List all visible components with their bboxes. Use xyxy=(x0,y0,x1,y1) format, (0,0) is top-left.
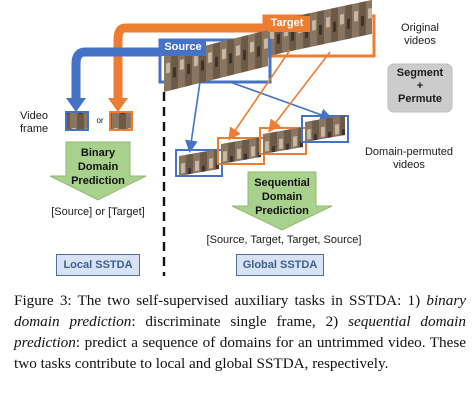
binary-prediction-arrow xyxy=(49,141,147,201)
perm-arrow-2 xyxy=(229,81,334,121)
perm-arrow-1 xyxy=(185,81,201,154)
caption-mid-2: : predict a sequence of domains for an u… xyxy=(14,334,466,372)
video-frame-label: Video frame xyxy=(20,110,49,136)
local-sstda-box: Local SSTDA xyxy=(56,254,140,276)
source-label: Source xyxy=(164,41,202,53)
target-label: Target xyxy=(270,17,304,29)
video-frame-target xyxy=(109,111,133,131)
sequential-prediction-label: Sequential Domain Prediction xyxy=(254,177,310,217)
binary-output-label: [Source] or [Target] xyxy=(51,206,145,218)
figure-caption: Figure 3: The two self-supervised auxili… xyxy=(14,290,466,374)
source-video-strip xyxy=(164,30,268,92)
original-videos-label: Original videos xyxy=(401,22,439,48)
source-label-bg xyxy=(160,40,206,56)
figure-diagram xyxy=(49,0,453,276)
source-video-frame xyxy=(158,38,272,84)
or-small-label: or xyxy=(96,116,104,125)
target-label-bg xyxy=(264,16,310,32)
caption-term-sequential: sequential domain prediction xyxy=(14,313,466,351)
target-curve-arrow xyxy=(113,23,270,100)
perm-arrow-3 xyxy=(228,49,291,141)
caption-prefix: Figure 3: The two self-supervised auxili… xyxy=(14,292,427,309)
caption-term-binary: binary domain prediction xyxy=(14,292,466,330)
target-curve-arrowhead xyxy=(108,98,128,112)
source-curve-arrow xyxy=(71,47,160,100)
sequential-prediction-arrow xyxy=(231,171,333,231)
segment-permute-label: Segment + Permute xyxy=(396,67,444,105)
perm-seg-4 xyxy=(301,115,349,143)
domain-permuted-label: Domain-permuted videos xyxy=(364,146,454,172)
sequential-output-label: [Source, Target, Target, Source] xyxy=(206,234,362,246)
global-sstda-box: Global SSTDA xyxy=(236,254,324,276)
binary-prediction-label: Binary Domain Prediction xyxy=(71,147,125,187)
source-curve-arrowhead xyxy=(66,98,86,112)
segment-permute-box xyxy=(387,63,453,113)
perm-arrow-4 xyxy=(268,51,331,133)
video-frame-source xyxy=(65,111,89,131)
target-video-strip xyxy=(268,0,372,56)
caption-mid-1: : discriminate single frame, 2) xyxy=(131,313,349,330)
